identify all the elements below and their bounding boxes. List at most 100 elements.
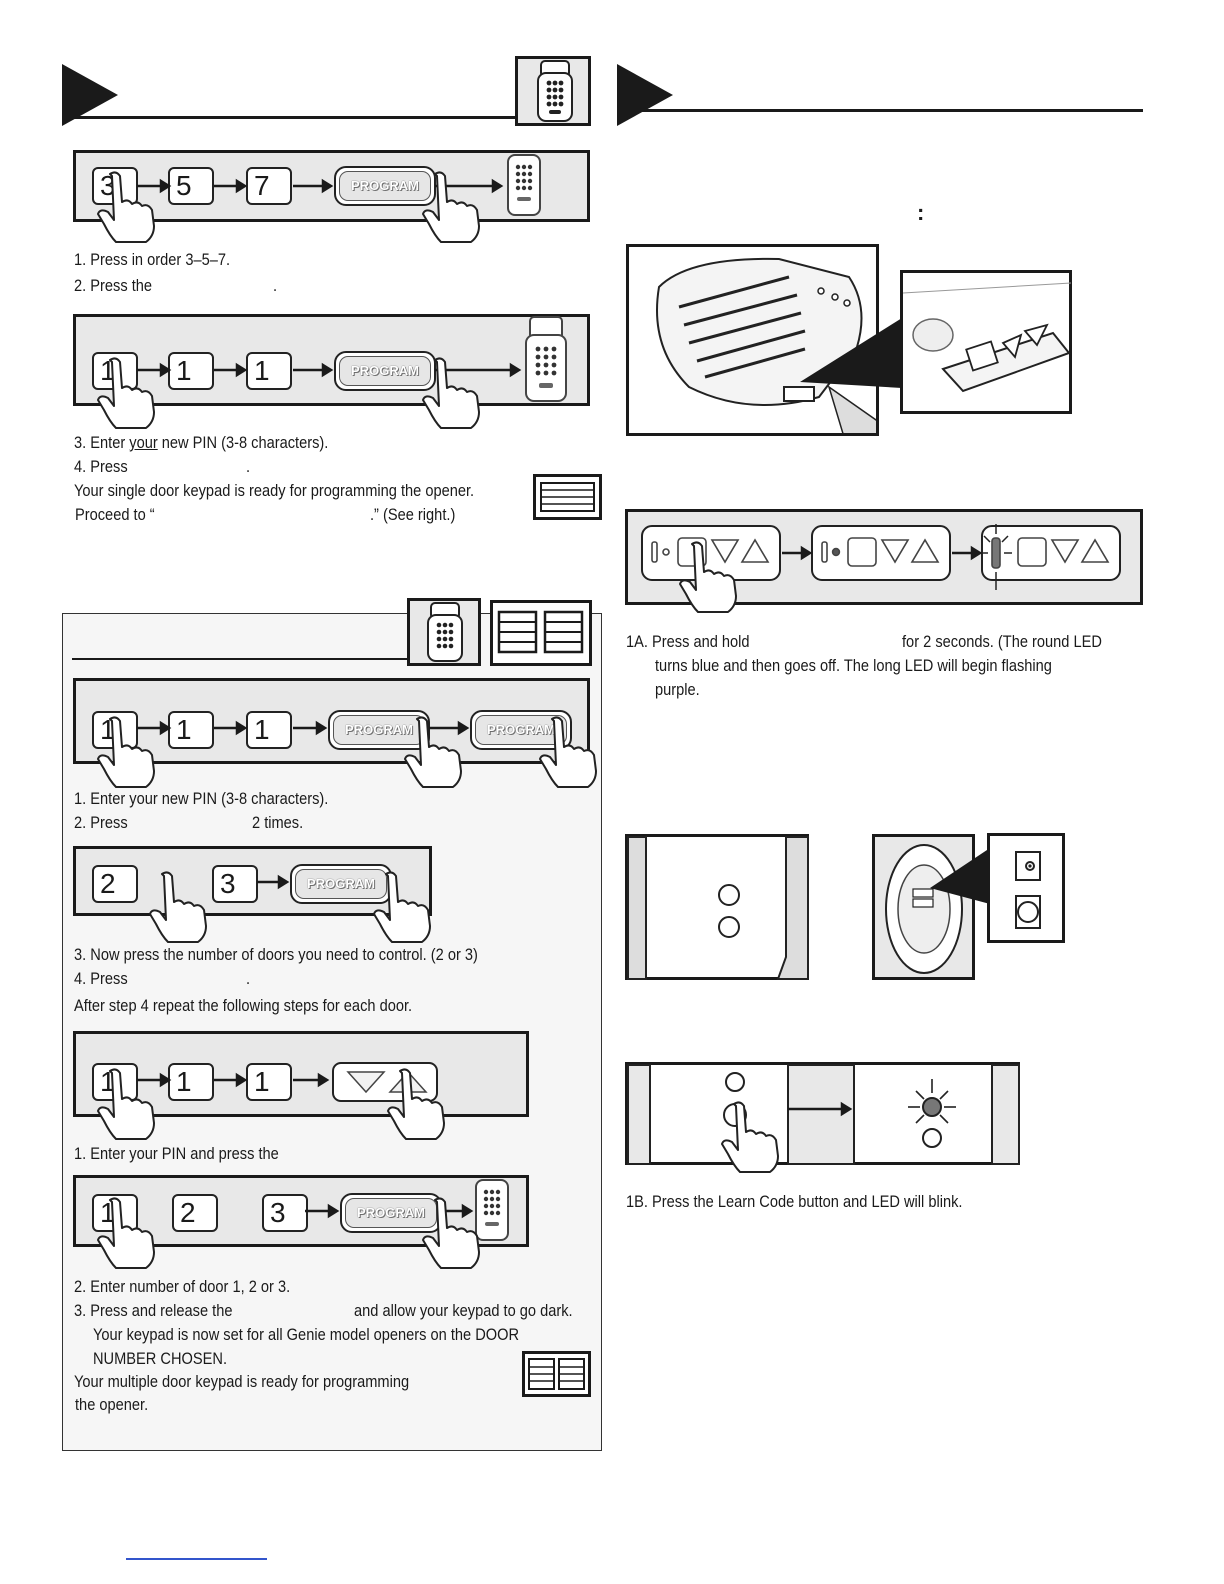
section-header-rule bbox=[62, 116, 518, 119]
key-1: 1 bbox=[168, 1063, 214, 1101]
step-4-period: . bbox=[246, 457, 251, 476]
keypad-thumbnail bbox=[515, 56, 591, 126]
step-3-prefix: 3. Enter bbox=[74, 433, 130, 452]
step-2-period: . bbox=[273, 276, 278, 295]
s2-ready-text: Your multiple door keypad is ready for p… bbox=[74, 1372, 410, 1391]
step-1a-line-2: turns blue and then goes off. The long L… bbox=[655, 656, 1052, 675]
double-door-icon bbox=[490, 600, 592, 666]
pointing-hand-icon bbox=[679, 541, 737, 613]
s2-keypad-set-text: Your keypad is now set for all Genie mod… bbox=[93, 1325, 520, 1344]
key-1: 1 bbox=[246, 1063, 292, 1101]
pointing-hand-icon bbox=[97, 171, 155, 243]
pointing-hand-icon bbox=[97, 1197, 155, 1269]
pointing-hand-icon bbox=[97, 1068, 155, 1140]
pointing-hand-icon bbox=[721, 1101, 779, 1173]
program-key: PROGRAM bbox=[290, 864, 392, 904]
s2-repeat-text: After step 4 repeat the following steps … bbox=[74, 996, 413, 1015]
panel-pin-program: 1 1 1 PROGRAM bbox=[73, 314, 590, 406]
right-colon: : bbox=[917, 200, 925, 225]
s2-door-chosen-text: NUMBER CHOSEN. bbox=[93, 1349, 228, 1368]
button-panel-closeup-icon bbox=[902, 282, 1072, 393]
learn-button-closeup-icon bbox=[1015, 851, 1041, 929]
single-door-icon bbox=[533, 474, 602, 520]
step-1b-text: 1B. Press the Learn Code button and LED … bbox=[626, 1192, 963, 1211]
step-1a-text-end: for 2 seconds. (The round LED bbox=[902, 632, 1102, 651]
s2-step-2-times: 2 times. bbox=[252, 813, 304, 832]
pointing-hand-icon bbox=[422, 171, 480, 243]
pointing-hand-icon bbox=[539, 716, 597, 788]
key-3: 3 bbox=[262, 1194, 308, 1232]
pointing-hand-icon bbox=[373, 871, 431, 943]
pointing-hand-icon bbox=[149, 871, 207, 943]
zoom-callout-wedge bbox=[800, 318, 902, 388]
s2-step-4-period: . bbox=[246, 969, 251, 988]
s2-step-4-text: 4. Press bbox=[74, 969, 128, 988]
small-keypad-icon bbox=[525, 316, 567, 402]
pointing-hand-icon bbox=[422, 357, 480, 429]
ready-text: Your single door keypad is ready for pro… bbox=[74, 481, 475, 500]
program-key: PROGRAM bbox=[334, 351, 436, 391]
key-1: 1 bbox=[168, 711, 214, 749]
keypad-icon bbox=[427, 602, 463, 662]
step-3-text: 3. Enter your new PIN (3-8 characters). bbox=[74, 433, 328, 453]
proceed-start-text: Proceed to “ bbox=[75, 505, 155, 524]
s2-door-step-2-text: 2. Enter number of door 1, 2 or 3. bbox=[74, 1277, 291, 1296]
arrow-icons-row3 bbox=[137, 720, 470, 736]
key-2: 2 bbox=[172, 1194, 218, 1232]
arrow-icons-row5 bbox=[137, 1072, 330, 1088]
step-3-suffix: new PIN (3-8 characters). bbox=[157, 433, 329, 452]
panel-door-count: 2 3 PROGRAM bbox=[73, 846, 432, 916]
arrow-icons-row1 bbox=[137, 178, 504, 194]
key-1: 1 bbox=[246, 352, 292, 390]
wall-control-illustration bbox=[625, 834, 809, 980]
step-1a-text: 1A. Press and hold bbox=[626, 632, 750, 651]
footer-link-rule bbox=[126, 1558, 267, 1560]
arrow-icons-row4 bbox=[257, 874, 290, 890]
key-2: 2 bbox=[92, 865, 138, 903]
learn-code-sequence-illustration bbox=[625, 1062, 1020, 1165]
section-2-header-rule bbox=[72, 658, 412, 660]
s2-door-step-1-text: 1. Enter your PIN and press the bbox=[74, 1144, 279, 1163]
proceed-end-text: .” (See right.) bbox=[370, 505, 456, 524]
learn-button-closeup bbox=[987, 833, 1065, 943]
step-4-text: 4. Press bbox=[74, 457, 128, 476]
key-7: 7 bbox=[246, 167, 292, 205]
double-door-icon bbox=[522, 1351, 591, 1397]
small-keypad-icon bbox=[475, 1179, 509, 1241]
keypad-icon bbox=[537, 60, 573, 122]
opener-underside-illustration bbox=[872, 834, 975, 980]
section-arrow-icon bbox=[617, 64, 673, 126]
small-keypad-icon bbox=[507, 154, 541, 216]
s2-door-step-3-end: and allow your keypad to go dark. bbox=[354, 1301, 573, 1320]
key-1: 1 bbox=[246, 711, 292, 749]
step-2-text: 2. Press the bbox=[74, 276, 153, 295]
step-1a-line-3: purple. bbox=[655, 680, 700, 699]
garage-opener-icon bbox=[656, 257, 876, 433]
opener-underside-icon bbox=[885, 844, 963, 974]
learn-code-sequence-icon bbox=[627, 1064, 1020, 1165]
right-header-rule bbox=[617, 109, 1143, 112]
zoom-callout-wedge bbox=[930, 848, 990, 904]
key-1: 1 bbox=[168, 352, 214, 390]
s2-door-step-3-text: 3. Press and release the bbox=[74, 1301, 233, 1320]
key-3: 3 bbox=[212, 865, 258, 903]
program-key: PROGRAM bbox=[334, 166, 436, 206]
s2-ready-text-2: the opener. bbox=[75, 1395, 149, 1414]
s2-step-2-text: 2. Press bbox=[74, 813, 128, 832]
keypad-thumbnail bbox=[407, 598, 481, 666]
program-key: PROGRAM bbox=[328, 710, 430, 750]
program-key: PROGRAM bbox=[340, 1193, 442, 1233]
pointing-hand-icon bbox=[387, 1068, 445, 1140]
wall-panel-icon bbox=[627, 836, 809, 980]
s2-step-1-text: 1. Enter your new PIN (3-8 characters). bbox=[74, 789, 329, 808]
section-arrow-icon bbox=[62, 64, 118, 126]
opener-button-closeup bbox=[900, 270, 1072, 414]
pointing-hand-icon bbox=[404, 716, 462, 788]
s2-step-3-text: 3. Now press the number of doors you nee… bbox=[74, 945, 478, 964]
pointing-hand-icon bbox=[97, 716, 155, 788]
opener-illustration bbox=[626, 244, 879, 436]
arrow-icons-row2 bbox=[137, 362, 522, 378]
step-1-text: 1. Press in order 3–5–7. bbox=[74, 250, 231, 269]
learn-button-sequence-icon bbox=[641, 524, 1121, 590]
pointing-hand-icon bbox=[422, 1197, 480, 1269]
